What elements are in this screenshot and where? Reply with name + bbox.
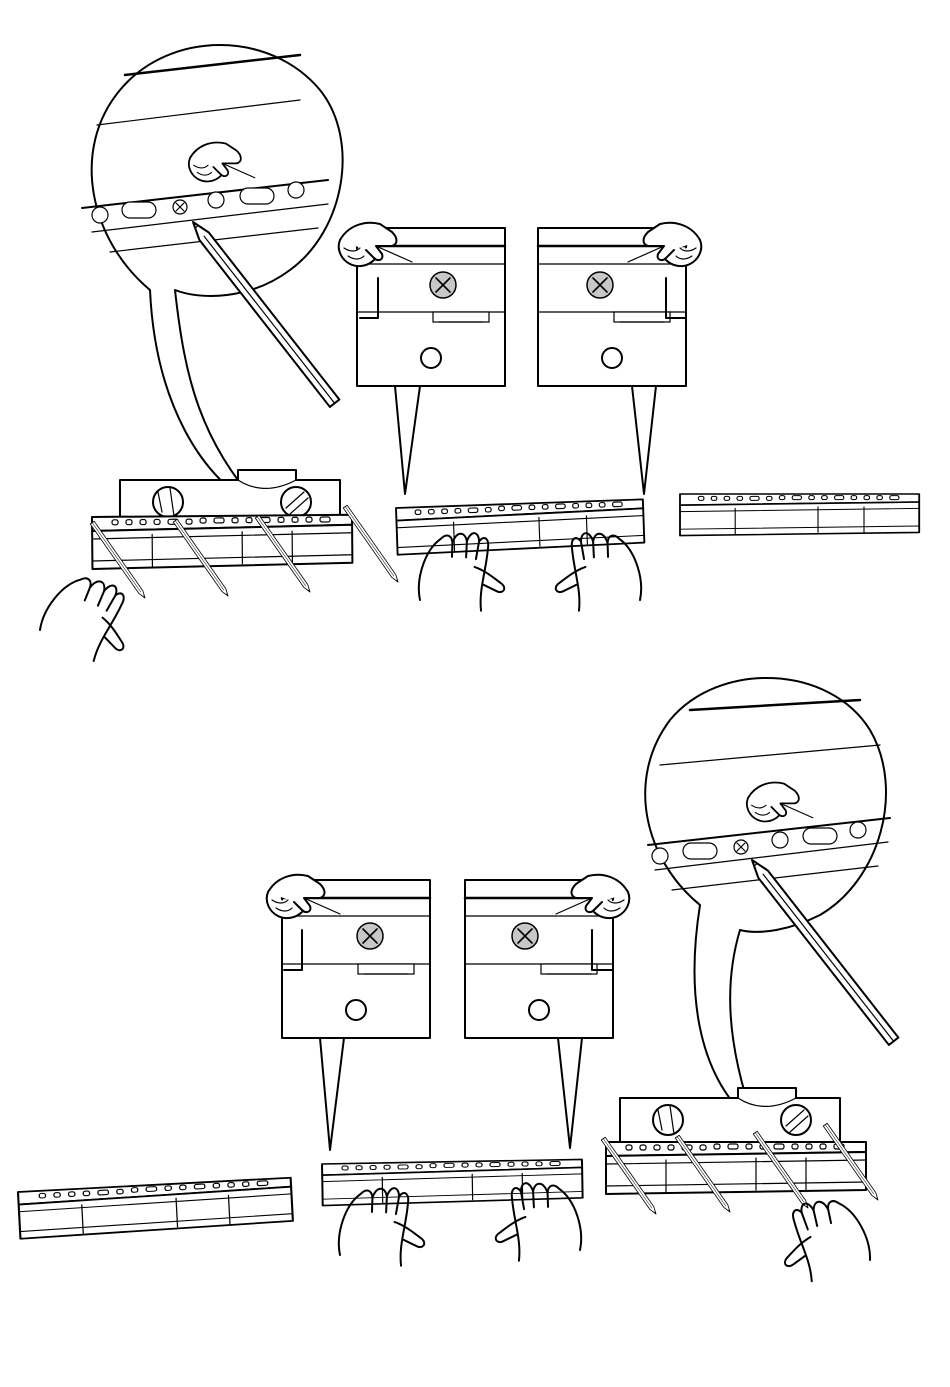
rail-segment [680,494,919,536]
magnifier-callout [82,45,343,510]
x-mark-icon [512,923,538,949]
rail-segment [92,515,352,569]
callout-box-left [267,875,430,1150]
callout-box-right [538,223,701,494]
x-mark-icon [587,272,613,298]
x-mark-icon [430,272,456,298]
rail-segment [606,1142,866,1194]
rail-segment [18,1178,293,1239]
panel-step-1 [36,45,919,670]
x-mark-icon [357,923,383,949]
panel-step-2 [18,678,898,1288]
magnifier-callout [645,678,898,1125]
rail-segment [322,1159,583,1205]
callout-box-left [339,223,505,494]
callout-box-right [465,875,629,1148]
hand-icon [768,1188,874,1288]
